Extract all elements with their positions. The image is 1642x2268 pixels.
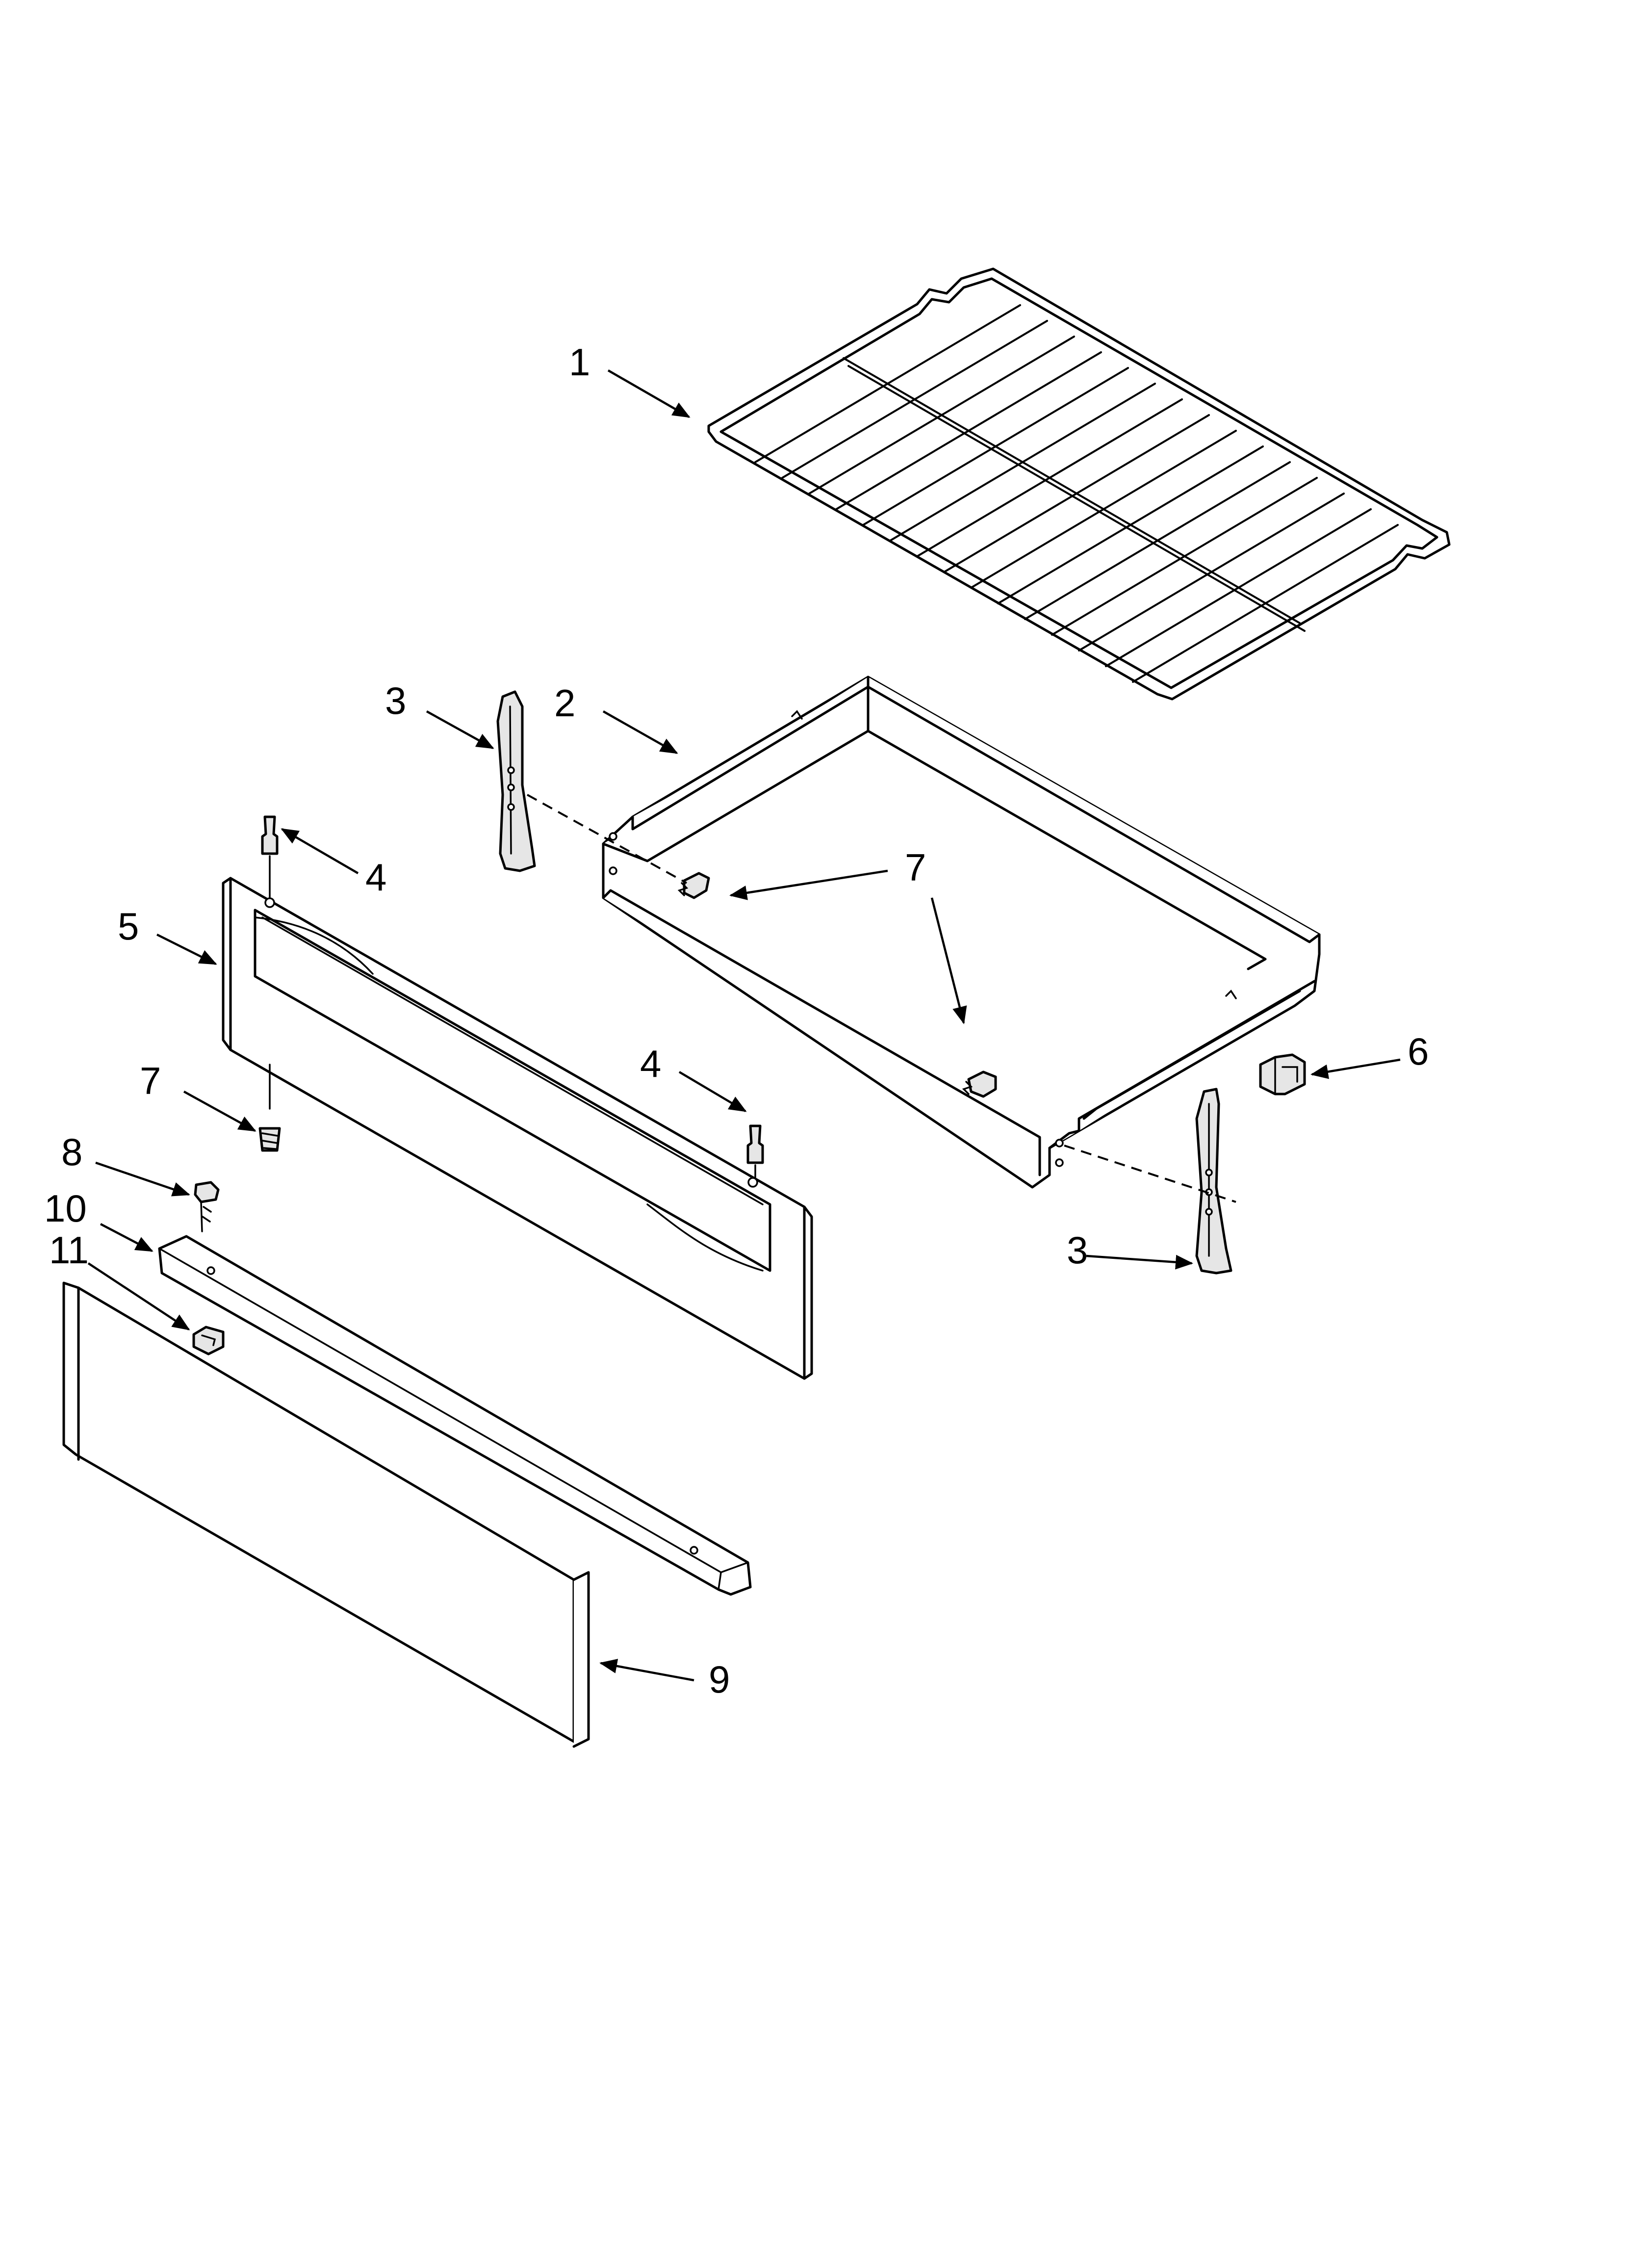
callout-7-top: 7	[905, 846, 926, 889]
callout-9: 9	[709, 1658, 730, 1701]
leader-lines	[87, 369, 1401, 1682]
callout-8: 8	[61, 1130, 82, 1173]
callout-3-right: 3	[1067, 1228, 1088, 1272]
callout-6: 6	[1408, 1030, 1429, 1073]
drawer-slide-left	[496, 690, 536, 872]
screw-left	[677, 872, 710, 899]
drawer-pan	[602, 676, 1321, 1189]
callout-3-left: 3	[385, 679, 406, 722]
callout-10: 10	[44, 1187, 87, 1230]
screw-bottom	[258, 1064, 281, 1152]
bracket-clip	[192, 1326, 225, 1356]
alignment-line-left	[527, 794, 687, 884]
drawer-slide-right	[1195, 1088, 1232, 1275]
drawer-stop-clip	[1259, 1053, 1306, 1095]
drawer-outer-panel	[62, 1281, 590, 1748]
callout-11: 11	[49, 1228, 89, 1272]
callout-7-bottom: 7	[140, 1059, 161, 1102]
bracket-screw	[194, 1181, 220, 1232]
callouts: 1 2 3 3 4 4 5 6 7 7 8 9 10 11	[44, 340, 1429, 1701]
rack-wires	[754, 304, 1399, 683]
callout-1: 1	[569, 340, 590, 384]
callout-4-left: 4	[365, 856, 386, 899]
drawer-front-panel	[222, 877, 813, 1380]
screw-center	[962, 1070, 997, 1098]
callout-4-right: 4	[640, 1042, 661, 1085]
callout-5: 5	[118, 905, 139, 948]
drawer-bracket	[158, 1235, 752, 1596]
callout-2: 2	[554, 681, 575, 725]
oven-rack	[707, 267, 1451, 701]
stud-left	[261, 815, 279, 899]
alignment-line-right	[1064, 1145, 1236, 1203]
